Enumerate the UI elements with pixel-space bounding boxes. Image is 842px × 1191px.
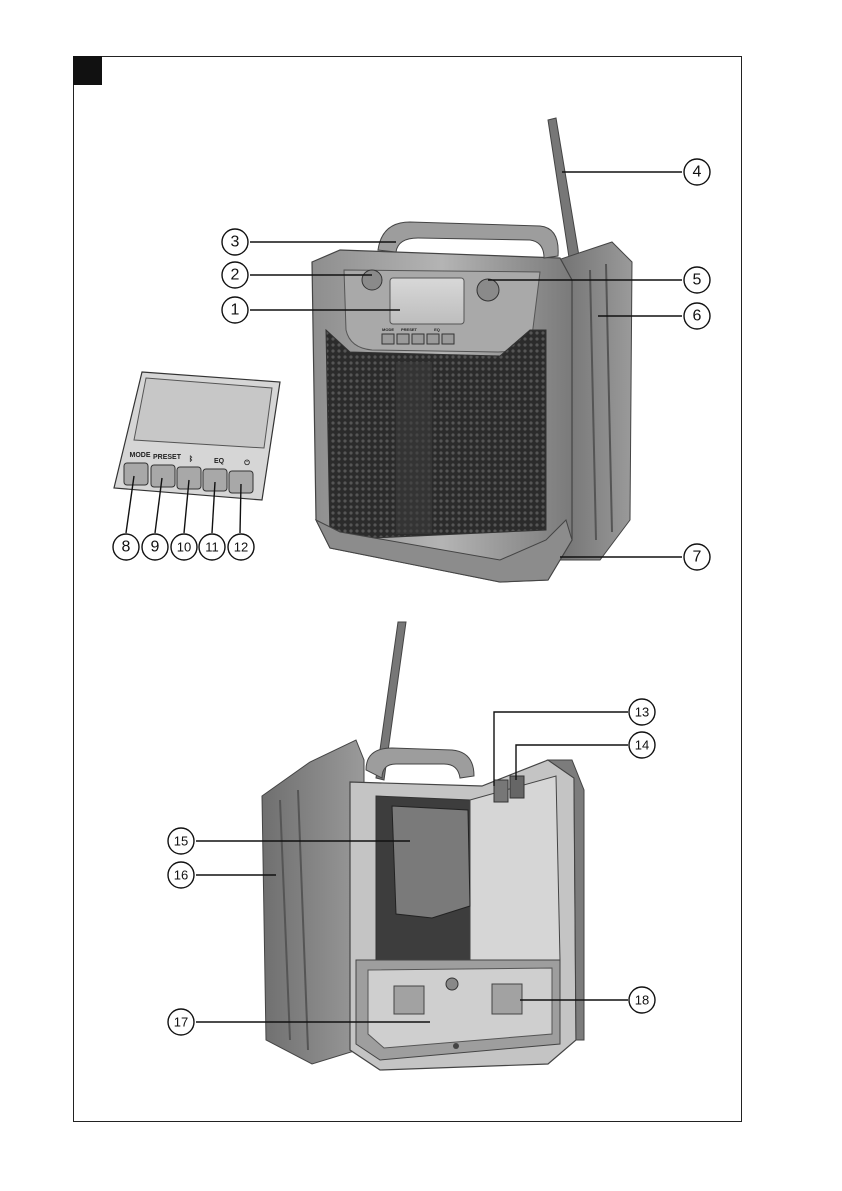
panel-display [134, 378, 272, 448]
callout-9: 9 [142, 534, 168, 560]
callout-18: 18 [629, 987, 655, 1013]
svg-text:15: 15 [174, 834, 188, 849]
mini-eq-label: EQ [434, 327, 440, 332]
release-latch [492, 984, 522, 1014]
callout-14: 14 [629, 732, 655, 758]
callout-15: 15 [168, 828, 194, 854]
svg-text:6: 6 [693, 308, 702, 325]
radio-front-view: MODE PRESET EQ [312, 118, 632, 582]
speaker-grille [326, 330, 546, 540]
callout-6: 6 [684, 303, 710, 329]
callout-16: 16 [168, 862, 194, 888]
callout-8: 8 [113, 534, 139, 560]
mini-mode-label: MODE [382, 327, 394, 332]
svg-text:7: 7 [693, 549, 702, 566]
tuning-knob [477, 279, 499, 301]
battery-pack [392, 806, 470, 918]
svg-text:1: 1 [231, 302, 240, 319]
svg-text:11: 11 [205, 540, 219, 555]
volume-knob [362, 270, 382, 290]
callout-11: 11 [199, 534, 225, 560]
callout-3: 3 [222, 229, 248, 255]
svg-text:9: 9 [151, 539, 160, 556]
usb-port [494, 780, 508, 802]
svg-text:5: 5 [693, 272, 702, 289]
label-bluetooth: ᛒ [189, 455, 193, 463]
label-power: ⏻ [244, 459, 250, 467]
svg-text:17: 17 [174, 1015, 188, 1030]
callout-13: 13 [629, 699, 655, 725]
aux-port [510, 776, 524, 798]
svg-text:8: 8 [122, 539, 131, 556]
callout-2: 2 [222, 262, 248, 288]
mode-button [124, 463, 148, 485]
callout-1: 1 [222, 297, 248, 323]
handle-rear [366, 748, 474, 778]
label-preset: PRESET [153, 454, 182, 461]
side-panel-rear [262, 740, 364, 1064]
svg-text:18: 18 [635, 993, 649, 1008]
radio-display [390, 278, 464, 324]
svg-text:13: 13 [635, 705, 649, 720]
grille-center-strip [396, 362, 432, 534]
svg-text:14: 14 [635, 738, 649, 753]
preset-button [151, 465, 175, 487]
callout-12: 12 [228, 534, 254, 560]
callout-4: 4 [684, 159, 710, 185]
label-eq: EQ [214, 458, 225, 465]
svg-text:3: 3 [231, 234, 240, 251]
svg-text:12: 12 [234, 540, 248, 555]
mount-clip-left [394, 986, 424, 1014]
callout-17: 17 [168, 1009, 194, 1035]
mini-preset-label: PRESET [401, 327, 418, 332]
radio-rear-view [262, 622, 584, 1070]
label-mode: MODE [130, 452, 151, 459]
svg-text:16: 16 [174, 868, 188, 883]
svg-text:10: 10 [177, 540, 191, 555]
callout-7: 7 [684, 544, 710, 570]
callout-10: 10 [171, 534, 197, 560]
svg-text:4: 4 [693, 164, 702, 181]
control-panel-detail: MODE PRESET ᛒ EQ ⏻ [114, 372, 280, 500]
svg-text:2: 2 [231, 267, 240, 284]
compartment-cover [470, 776, 560, 960]
callout-5: 5 [684, 267, 710, 293]
